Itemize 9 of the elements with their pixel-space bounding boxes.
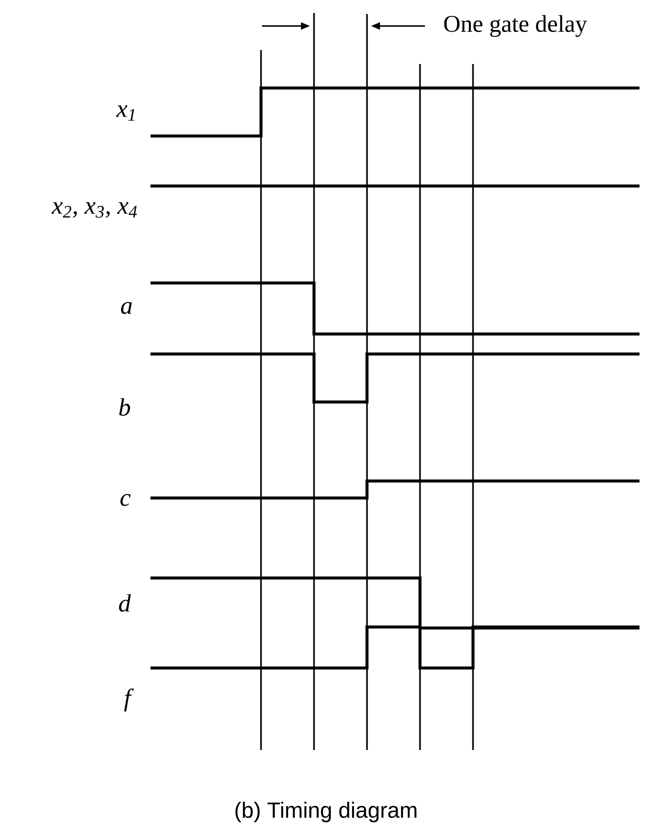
signal-label: x$_{2}$, x$_{3}$, x$_{4}$ bbox=[51, 202, 137, 218]
annotation-text: One gate delay bbox=[444, 15, 588, 37]
signal-label: f bbox=[124, 688, 134, 712]
signal-label: c bbox=[120, 494, 131, 506]
signal-label: a bbox=[121, 302, 132, 314]
signal-label: d bbox=[119, 594, 131, 612]
signal-label: x$_{1}$ bbox=[116, 105, 134, 121]
caption: (b) Timing diagram bbox=[235, 802, 416, 822]
signal-label: b bbox=[119, 398, 130, 416]
